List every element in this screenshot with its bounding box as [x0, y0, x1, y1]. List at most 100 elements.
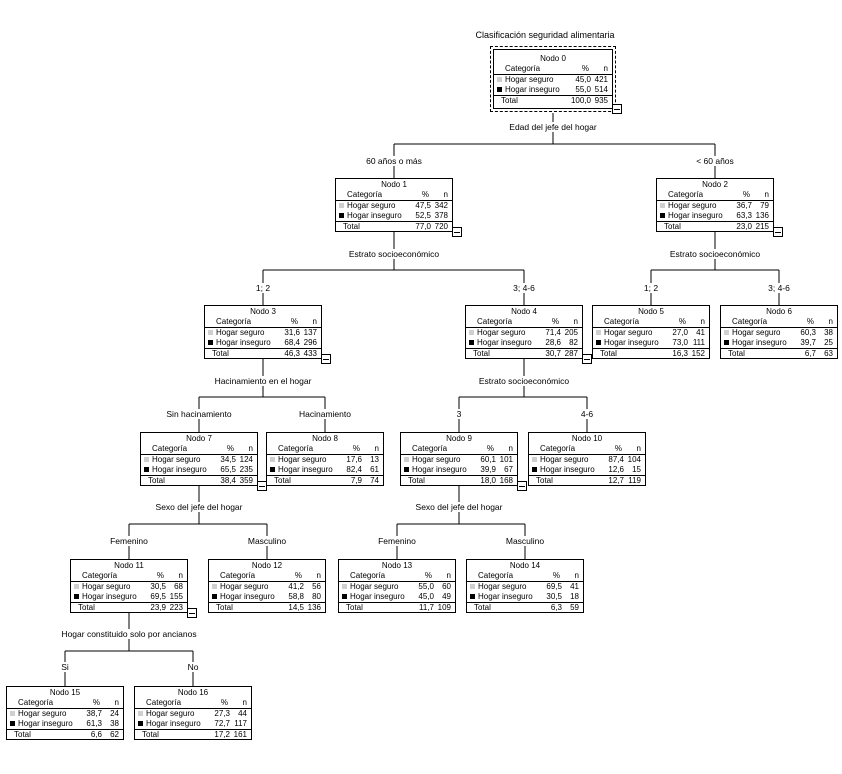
percent-column-header: %	[678, 317, 686, 326]
total-row-label: Total	[501, 96, 518, 105]
inseguro-color-swatch	[469, 340, 474, 345]
category-column-header: Categoría	[604, 317, 640, 326]
node-title: Nodo 15	[49, 688, 81, 697]
hogar-inseguro-row-count: 378	[434, 211, 448, 220]
seguro-color-swatch	[596, 330, 601, 335]
tree-title: Clasificación seguridad alimentaria	[475, 30, 615, 40]
count-column-header: n	[312, 317, 317, 326]
collapse-node-toggle[interactable]	[187, 608, 197, 618]
total-row-label: Total	[216, 603, 233, 612]
hogar-seguro-row-label: Hogar seguro	[477, 328, 526, 337]
total-row-count: 433	[303, 349, 317, 358]
node-table-header: Categoría%n	[529, 444, 645, 455]
hogar-inseguro-row-label: Hogar inseguro	[412, 465, 467, 474]
node-table-header: Categoría%n	[141, 444, 257, 455]
total-row-percent: 12,7	[608, 476, 624, 485]
branch-condition-label: 1; 2	[254, 283, 272, 293]
node-table-header: Categoría%n	[135, 698, 251, 709]
collapse-node-toggle[interactable]	[257, 481, 267, 491]
hogar-inseguro-row-percent: 55,0	[575, 85, 591, 94]
count-column-header: n	[764, 190, 769, 199]
collapse-node-toggle[interactable]	[321, 354, 331, 364]
total-row-count: 152	[691, 349, 705, 358]
branch-condition-label: Femenino	[377, 536, 417, 546]
collapse-node-toggle[interactable]	[517, 481, 527, 491]
total-row-percent: 6,7	[804, 349, 816, 358]
node-title: Nodo 11	[114, 561, 144, 570]
percent-column-header: %	[581, 64, 589, 73]
hogar-inseguro-row-label: Hogar inseguro	[220, 592, 275, 601]
hogar-inseguro-row-percent: 65,5	[220, 465, 236, 474]
seguro-color-swatch	[74, 584, 79, 589]
collapse-node-toggle[interactable]	[582, 354, 592, 364]
hogar-inseguro-row-percent: 63,3	[736, 211, 752, 220]
total-row-percent: 6,3	[550, 603, 562, 612]
collapse-node-toggle[interactable]	[773, 227, 783, 237]
total-row-percent: 100,0	[570, 96, 591, 105]
hogar-inseguro-row-label: Hogar inseguro	[540, 465, 595, 474]
hogar-inseguro-row-label: Hogar inseguro	[350, 592, 405, 601]
hogar-inseguro-row-percent: 45,0	[418, 592, 434, 601]
hogar-seguro-row-percent: 71,4	[545, 328, 561, 337]
node-table-header: Categoría%n	[205, 317, 321, 328]
collapse-node-toggle[interactable]	[452, 227, 462, 237]
category-column-header: Categoría	[412, 444, 448, 453]
hogar-inseguro-row-count: 117	[234, 719, 247, 728]
inseguro-color-swatch	[10, 721, 15, 726]
category-column-header: Categoría	[478, 571, 514, 580]
total-row-count: 119	[628, 476, 641, 485]
seguro-color-swatch	[470, 584, 475, 589]
hogar-seguro-row-percent: 17,6	[346, 455, 362, 464]
seguro-color-swatch	[342, 584, 347, 589]
node-title: Nodo 0	[540, 54, 566, 63]
hogar-seguro-row-count: 41	[570, 582, 579, 591]
hogar-inseguro-row-count: 15	[632, 465, 641, 474]
category-column-header: Categoría	[350, 571, 386, 580]
total-row-percent: 14,5	[288, 603, 304, 612]
inseguro-color-swatch	[342, 594, 347, 599]
hogar-seguro-row-count: 124	[239, 455, 253, 464]
hogar-inseguro-row-count: 25	[824, 338, 833, 347]
hogar-seguro-row-percent: 34,5	[220, 455, 236, 464]
percent-column-header: %	[226, 444, 234, 453]
branch-condition-label: 3	[455, 409, 463, 419]
count-column-header: n	[700, 317, 705, 326]
inseguro-color-swatch	[724, 340, 729, 345]
split-variable-label: Estrato socioeconómico	[477, 376, 571, 386]
category-column-header: Categoría	[668, 190, 704, 199]
category-column-header: Categoría	[732, 317, 768, 326]
node-table-header: Categoría%n	[494, 64, 612, 75]
count-column-header: n	[443, 190, 448, 199]
count-column-header: n	[316, 571, 321, 580]
collapse-node-toggle[interactable]	[612, 104, 622, 114]
category-column-header: Categoría	[82, 571, 118, 580]
